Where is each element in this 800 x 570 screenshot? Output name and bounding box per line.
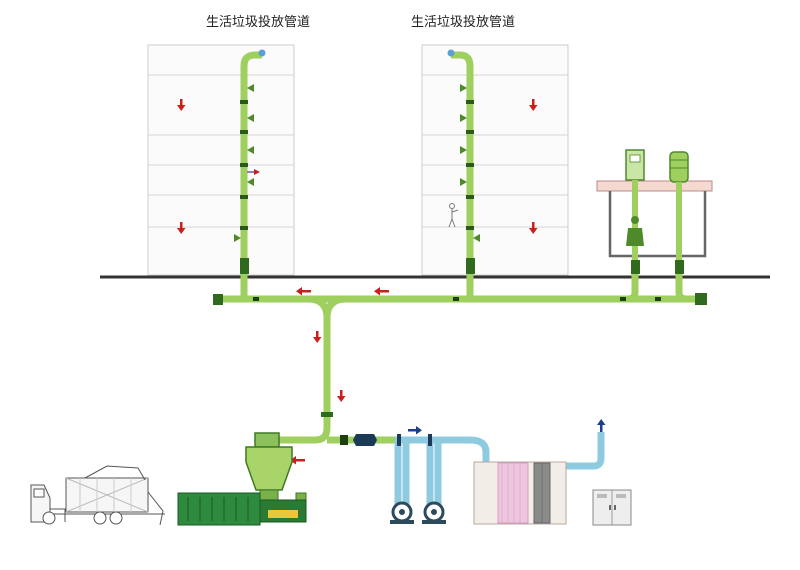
left-arrow-icon <box>290 456 305 465</box>
transport-pipe-to-separator <box>262 412 395 446</box>
control-cabinet <box>592 489 632 526</box>
inlet-hopper-icon <box>234 234 241 242</box>
vent-cap-icon <box>447 49 455 57</box>
waste-container <box>177 492 261 526</box>
garbage-truck <box>30 465 165 526</box>
fan-right <box>422 501 446 524</box>
vent-cap-icon <box>258 49 266 57</box>
chute-right <box>447 49 480 274</box>
outdoor-inlet-station <box>596 149 713 274</box>
discharge-valve-icon <box>626 228 644 246</box>
fan-left <box>390 501 414 524</box>
building-right <box>421 44 569 276</box>
building-left <box>147 44 295 276</box>
inlet-hopper-icon <box>473 234 480 242</box>
blue-arrow-right-icon <box>408 426 422 435</box>
inlet-hopper-icon <box>247 146 254 154</box>
compactor <box>257 499 307 523</box>
control-box-icon <box>625 149 645 181</box>
main-collection-pipe <box>213 274 707 420</box>
air-exhaust-pipes <box>394 432 605 505</box>
person-icon <box>448 203 459 228</box>
chute-label-right: 生活垃圾投放管道 <box>411 15 516 30</box>
down-arrow-icon <box>529 99 538 111</box>
filter-unit <box>473 461 567 525</box>
chute-left <box>234 49 266 274</box>
left-arrow-icon <box>296 287 311 296</box>
left-arrow-icon <box>374 287 389 296</box>
flow-arrows-buildings <box>177 99 538 234</box>
blue-arrow-up-icon <box>597 419 606 432</box>
end-valve-icon <box>213 294 223 305</box>
chute-label-left: 生活垃圾投放管道 <box>206 15 311 30</box>
down-arrow-icon <box>177 99 186 111</box>
inlet-hopper-icon <box>460 114 467 122</box>
inlet-hopper-icon <box>247 178 254 186</box>
down-arrow-icon <box>313 331 322 343</box>
end-valve-icon <box>695 293 707 305</box>
inlet-hopper-icon <box>247 84 254 92</box>
valve-icon <box>353 434 377 446</box>
inlet-hopper-icon <box>460 178 467 186</box>
inlet-hopper-icon <box>460 84 467 92</box>
flow-arrows-main <box>290 287 389 465</box>
column-inlet-icon <box>669 151 689 183</box>
down-arrow-icon <box>177 222 186 234</box>
down-arrow-icon <box>529 222 538 234</box>
inlet-hopper-icon <box>460 146 467 154</box>
down-arrow-icon <box>337 390 346 402</box>
inlet-hopper-icon <box>247 114 254 122</box>
